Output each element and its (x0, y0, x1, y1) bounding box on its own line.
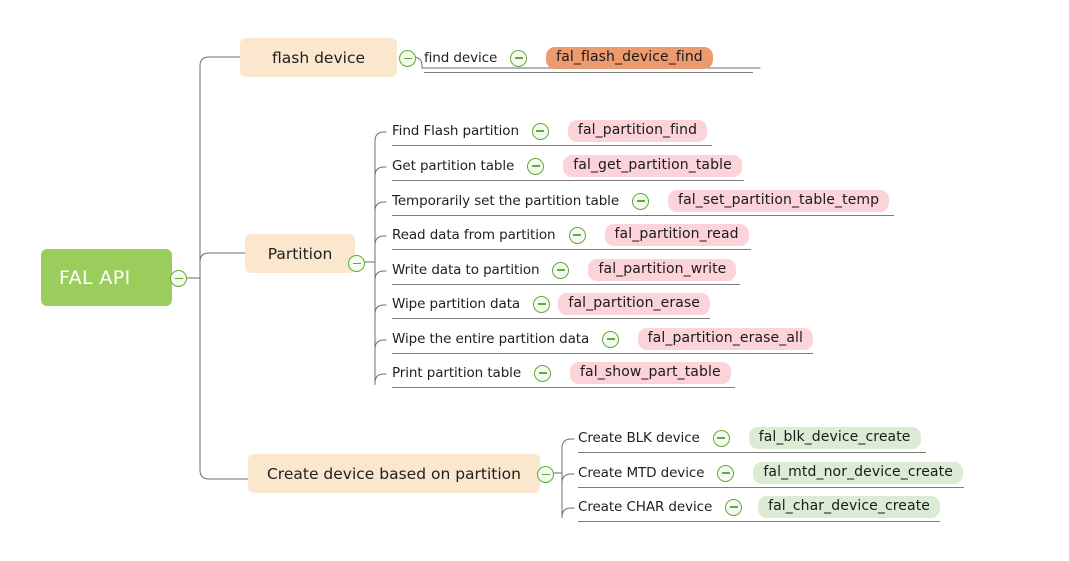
branch-flash-device-label: flash device (272, 48, 365, 67)
root-node[interactable]: FAL API (41, 249, 172, 306)
leaf-partition-erase-all-collapse-icon[interactable] (602, 330, 620, 348)
leaf-partition-write-tag[interactable]: fal_partition_write (588, 258, 737, 282)
leaf-mtd-nor-device-create-collapse-icon[interactable] (717, 464, 735, 482)
leaf-partition-erase-collapse-icon[interactable] (533, 295, 551, 313)
leaf-find-device-tag[interactable]: fal_flash_device_find (546, 46, 713, 70)
branch-create-device[interactable]: Create device based on partition (248, 454, 540, 493)
leaf-set-partition-table-temp-label: Temporarily set the partition table (392, 193, 620, 209)
leaf-partition-erase-all-tag[interactable]: fal_partition_erase_all (637, 327, 813, 351)
leaf-blk-device-create-collapse-icon[interactable] (712, 429, 730, 447)
branch-flash-device[interactable]: flash device (240, 38, 397, 77)
leaf-set-partition-table-temp-collapse-icon[interactable] (632, 192, 650, 210)
leaf-char-device-create-label: Create CHAR device (578, 499, 713, 515)
leaf-partition-write-label: Write data to partition (392, 262, 540, 278)
leaf-partition-find[interactable]: Find Flash partition fal_partition_find (392, 117, 712, 146)
branch-create-device-label: Create device based on partition (266, 464, 521, 483)
leaf-partition-write[interactable]: Write data to partition fal_partition_wr… (392, 256, 740, 285)
root-collapse-icon[interactable] (170, 270, 187, 287)
leaf-find-device-collapse-icon[interactable] (510, 49, 528, 67)
leaf-partition-erase[interactable]: Wipe partition data fal_partition_erase (392, 290, 710, 319)
leaf-partition-read[interactable]: Read data from partition fal_partition_r… (392, 221, 751, 250)
leaf-show-part-table-collapse-icon[interactable] (534, 364, 552, 382)
leaf-partition-find-label: Find Flash partition (392, 123, 519, 139)
leaf-get-partition-table-label: Get partition table (392, 158, 515, 174)
leaf-partition-read-collapse-icon[interactable] (568, 226, 586, 244)
leaf-get-partition-table-collapse-icon[interactable] (527, 157, 545, 175)
leaf-show-part-table-label: Print partition table (392, 365, 522, 381)
leaf-partition-find-collapse-icon[interactable] (531, 122, 549, 140)
leaf-partition-erase-tag[interactable]: fal_partition_erase (558, 292, 710, 316)
leaf-set-partition-table-temp[interactable]: Temporarily set the partition table fal_… (392, 187, 894, 216)
leaf-mtd-nor-device-create-label: Create MTD device (578, 465, 705, 481)
leaf-blk-device-create-label: Create BLK device (578, 430, 700, 446)
leaf-partition-read-tag[interactable]: fal_partition_read (604, 223, 749, 247)
leaf-blk-device-create[interactable]: Create BLK device fal_blk_device_create (578, 424, 926, 453)
branch-create-device-collapse-icon[interactable] (537, 466, 554, 483)
leaf-char-device-create-tag[interactable]: fal_char_device_create (758, 495, 940, 519)
leaf-get-partition-table-tag[interactable]: fal_get_partition_table (563, 154, 742, 178)
leaf-get-partition-table[interactable]: Get partition table fal_get_partition_ta… (392, 152, 744, 181)
branch-flash-device-collapse-icon[interactable] (399, 50, 416, 67)
root-node-label: FAL API (59, 266, 131, 289)
leaf-partition-read-label: Read data from partition (392, 227, 556, 243)
leaf-mtd-nor-device-create-tag[interactable]: fal_mtd_nor_device_create (753, 461, 963, 485)
leaf-partition-erase-all-label: Wipe the entire partition data (392, 331, 590, 347)
branch-partition[interactable]: Partition (245, 234, 355, 273)
leaf-show-part-table-tag[interactable]: fal_show_part_table (570, 361, 731, 385)
leaf-partition-erase-label: Wipe partition data (392, 296, 521, 312)
leaf-show-part-table[interactable]: Print partition table fal_show_part_tabl… (392, 359, 735, 388)
leaf-partition-write-collapse-icon[interactable] (552, 261, 570, 279)
leaf-blk-device-create-tag[interactable]: fal_blk_device_create (748, 426, 921, 450)
leaf-partition-erase-all[interactable]: Wipe the entire partition data fal_parti… (392, 325, 813, 354)
branch-partition-label: Partition (267, 244, 333, 263)
leaf-set-partition-table-temp-tag[interactable]: fal_set_partition_table_temp (668, 189, 890, 213)
leaf-find-device[interactable]: find device fal_flash_device_find (424, 44, 753, 73)
branch-partition-collapse-icon[interactable] (348, 255, 365, 272)
leaf-partition-find-tag[interactable]: fal_partition_find (567, 119, 708, 143)
leaf-mtd-nor-device-create[interactable]: Create MTD device fal_mtd_nor_device_cre… (578, 459, 964, 488)
leaf-char-device-create-collapse-icon[interactable] (725, 498, 743, 516)
leaf-char-device-create[interactable]: Create CHAR device fal_char_device_creat… (578, 493, 940, 522)
leaf-find-device-label: find device (424, 50, 498, 66)
